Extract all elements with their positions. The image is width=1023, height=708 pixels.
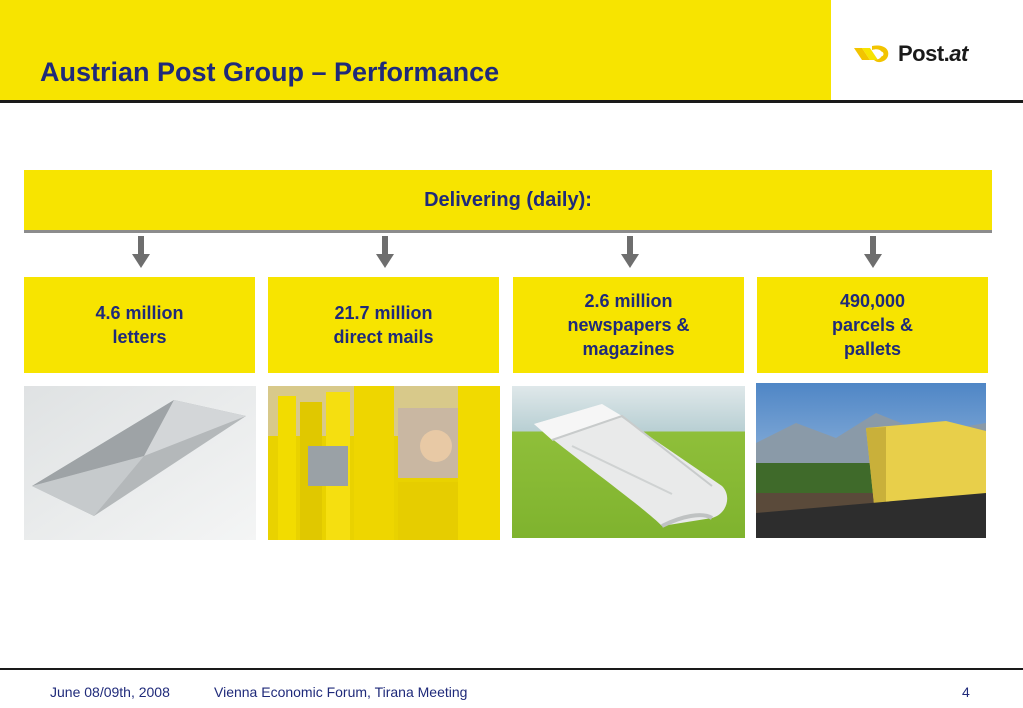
newspaper-photo [512,386,745,538]
post-horn-icon [854,45,889,63]
down-arrow-icon [376,236,394,268]
stat-card-newspapers: 2.6 million newspapers & magazines [513,277,744,373]
envelope-photo [24,386,256,540]
down-arrow-icon [621,236,639,268]
footer-date: June 08/09th, 2008 [50,684,170,700]
header-bar [0,0,831,100]
parcel-photo [756,383,986,538]
logo-wordmark-suffix: at [949,41,968,66]
logo-wordmark-main: Post. [898,41,950,66]
stat-card-label: 4.6 million letters [95,303,184,347]
footer-divider [0,668,1023,670]
page-title: Austrian Post Group – Performance [40,57,500,87]
logo-wordmark: Post.at [898,41,968,67]
stat-card-letters: 4.6 million letters [24,277,255,373]
header-divider [0,100,1023,103]
page-number: 4 [962,684,970,700]
down-arrow-icon [864,236,882,268]
stat-card-parcels: 490,000 parcels & pallets [757,277,988,373]
delivering-banner: Delivering (daily): [24,170,992,230]
stat-card-label: 490,000 parcels & pallets [831,291,914,359]
down-arrow-icon [132,236,150,268]
banner-label: Delivering (daily): [424,188,592,211]
direct-mail-photo [268,386,500,540]
stat-card-label: 2.6 million newspapers & magazines [567,291,690,359]
post-at-logo: Post.at [852,38,968,70]
stat-card-label: 21.7 million direct mails [333,303,434,347]
stat-card-direct-mails: 21.7 million direct mails [268,277,499,373]
footer-event: Vienna Economic Forum, Tirana Meeting [214,684,468,700]
